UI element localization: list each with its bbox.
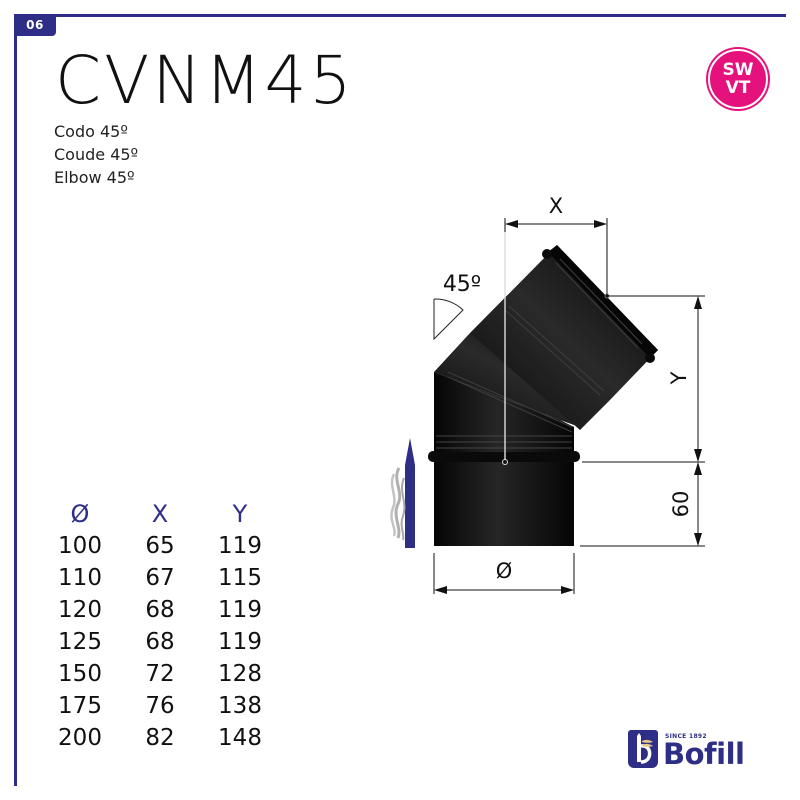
- cell-diameter: 200: [58, 725, 102, 751]
- page-number-tab: 06: [14, 14, 56, 36]
- description-en: Elbow 45º: [54, 168, 135, 187]
- header-y: Y: [232, 500, 248, 528]
- dim-diameter-label: Ø: [496, 559, 513, 583]
- header-x: X: [151, 500, 169, 528]
- cell-diameter: 175: [58, 693, 102, 719]
- cell-x: 68: [145, 597, 175, 623]
- dimension-60: 60: [580, 461, 705, 547]
- table-row: 120 68 119: [40, 594, 280, 626]
- brand-since: SINCE 1892: [665, 733, 707, 740]
- cell-y: 148: [218, 725, 262, 751]
- swvt-badge: SW VT: [708, 49, 768, 109]
- bofill-logo: SINCE 1892 Bofill: [628, 730, 745, 771]
- description-fr: Coude 45º: [54, 145, 139, 164]
- frame-top-border: [14, 14, 786, 17]
- cell-y: 119: [218, 629, 262, 655]
- cell-y: 115: [218, 565, 262, 591]
- smoke-upward-arrow-icon: [390, 438, 415, 548]
- cell-y: 119: [218, 533, 262, 559]
- cell-diameter: 120: [58, 597, 102, 623]
- cell-x: 67: [145, 565, 175, 591]
- cell-x: 65: [145, 533, 175, 559]
- cell-diameter: 110: [58, 565, 102, 591]
- angle-45-indicator: 45º: [433, 272, 481, 341]
- table-row: 175 76 138: [40, 690, 280, 722]
- product-descriptions: Codo 45º Coude 45º Elbow 45º: [54, 120, 138, 189]
- header-diameter: Ø: [70, 500, 90, 528]
- elbow-upper-section: [470, 245, 658, 430]
- description-es: Codo 45º: [54, 122, 128, 141]
- table-row: 150 72 128: [40, 658, 280, 690]
- cell-diameter: 150: [58, 661, 102, 687]
- cell-diameter: 125: [58, 629, 102, 655]
- table-row: 100 65 119: [40, 530, 280, 562]
- cell-x: 68: [145, 629, 175, 655]
- product-code-title: CVNM45: [55, 42, 355, 119]
- bofill-logo-mark-icon: [628, 730, 658, 768]
- angle-label: 45º: [443, 272, 481, 297]
- dimensions-table: Ø X Y 100 65 119 110 67 115 120 68 119 1…: [40, 498, 280, 754]
- badge-line-2: VT: [725, 78, 751, 98]
- cell-x: 76: [145, 693, 175, 719]
- badge-line-1: SW: [722, 60, 754, 80]
- elbow-lower-section: [428, 372, 580, 546]
- cell-y: 138: [218, 693, 262, 719]
- dim-60-label: 60: [669, 491, 693, 518]
- frame-left-border: [14, 14, 17, 786]
- table-row: 200 82 148: [40, 722, 280, 754]
- table-row: 125 68 119: [40, 626, 280, 658]
- cell-diameter: 100: [58, 533, 102, 559]
- page-number: 06: [26, 18, 44, 32]
- brand-name: Bofill: [663, 737, 745, 771]
- dim-x-label: X: [549, 194, 563, 218]
- cell-y: 119: [218, 597, 262, 623]
- table-row: 110 67 115: [40, 562, 280, 594]
- dimension-x: X: [504, 194, 608, 296]
- cell-y: 128: [218, 661, 262, 687]
- dim-y-label: Y: [667, 371, 691, 385]
- cell-x: 82: [145, 725, 175, 751]
- cell-x: 72: [145, 661, 175, 687]
- dimension-y: Y: [607, 295, 705, 462]
- table-header-row: Ø X Y: [40, 498, 280, 530]
- dimension-diameter: Ø: [433, 553, 575, 594]
